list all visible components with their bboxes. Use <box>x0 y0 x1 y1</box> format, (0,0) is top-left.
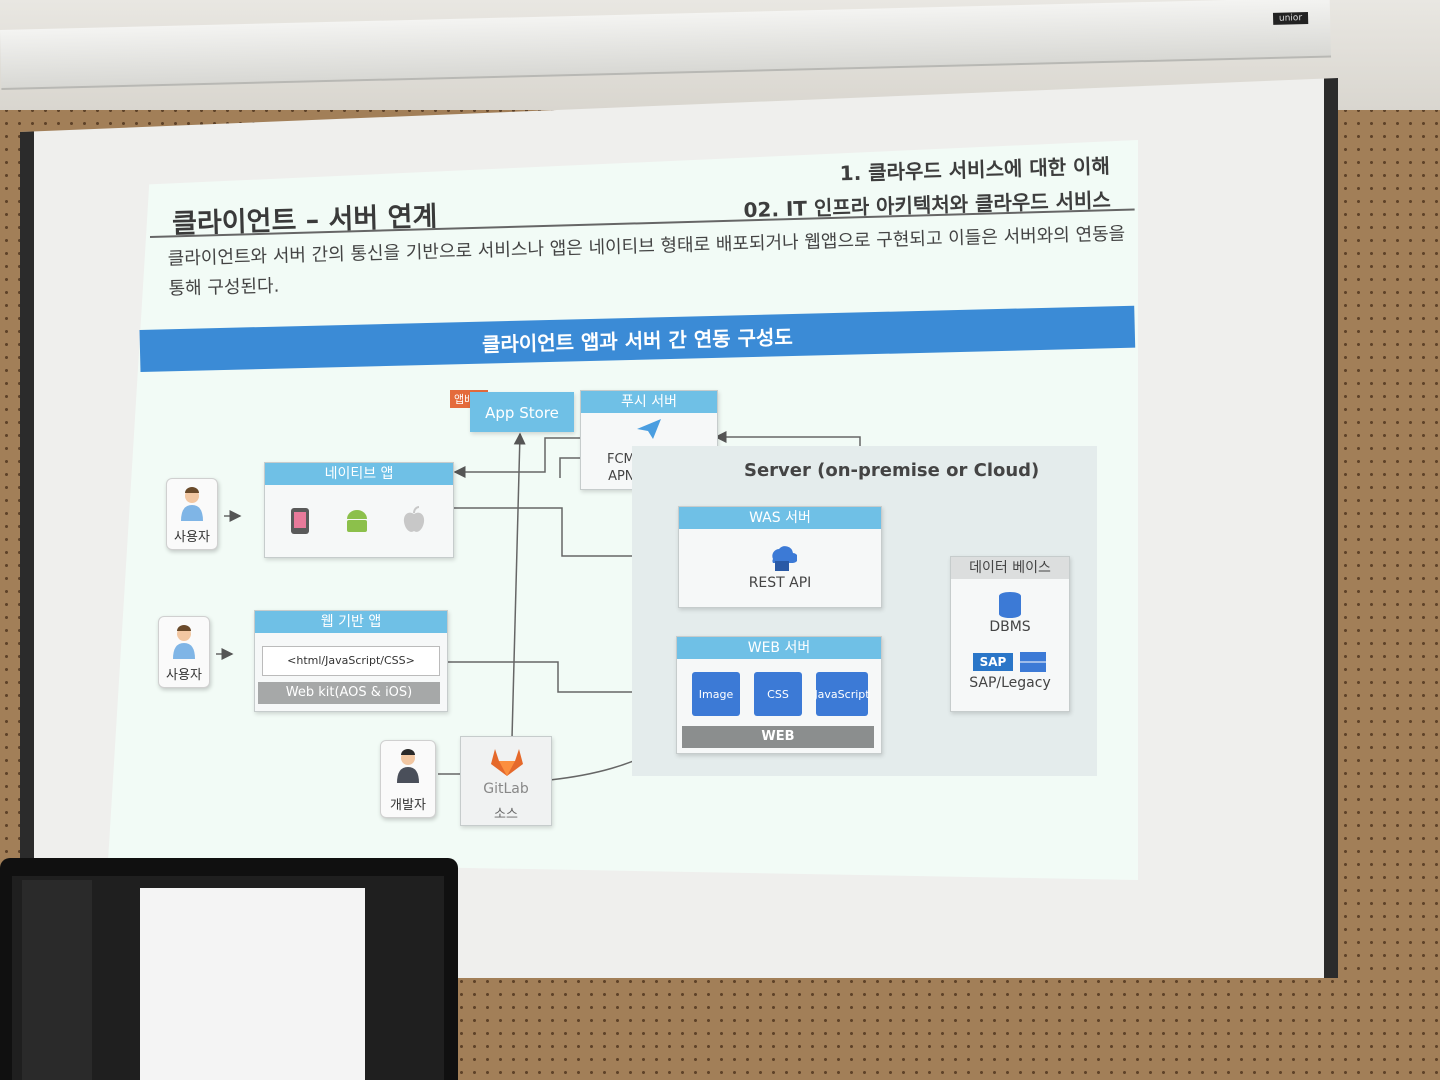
user-card-2: 사용자 <box>158 616 210 688</box>
webkit-bar: Web kit(AOS & iOS) <box>258 682 440 704</box>
cloud-server-icon <box>772 546 797 571</box>
android-icon <box>347 510 367 532</box>
dbms-label: DBMS <box>989 619 1031 635</box>
mobile-phone-icon <box>291 508 309 534</box>
laptop <box>0 858 458 1080</box>
database-icon <box>999 592 1021 618</box>
gitlab-icon <box>491 749 523 776</box>
user-person-icon <box>181 487 203 521</box>
css-file-icon: CSS <box>754 672 802 716</box>
server-area-title: Server (on-premise or Cloud) <box>744 460 1040 481</box>
javascript-file-icon: JavaScript <box>814 672 870 716</box>
user-label-1: 사용자 <box>174 530 210 545</box>
database-box: 데이터 베이스 DBMS SAP SAP/Legacy <box>950 556 1070 712</box>
was-server-box: WAS 서버 REST API <box>678 506 882 608</box>
push-server-title: 푸시 서버 <box>581 391 717 413</box>
paper-plane-icon <box>637 419 661 439</box>
database-title: 데이터 베이스 <box>951 557 1069 579</box>
rest-api-label: REST API <box>748 575 812 591</box>
image-file-icon: Image <box>692 672 740 716</box>
sap-logo: SAP <box>973 653 1013 671</box>
user-person-icon <box>173 625 195 659</box>
gitlab-box: GitLab 소스 <box>460 736 552 826</box>
source-label: 소스 <box>494 807 518 822</box>
web-server-title: WEB 서버 <box>677 637 881 659</box>
web-bar: WEB <box>682 726 874 748</box>
developer-card: 개발자 <box>380 740 436 818</box>
server-rack-icon <box>1020 652 1046 672</box>
native-app-title: 네이티브 앱 <box>265 463 453 485</box>
gitlab-label: GitLab <box>483 781 529 797</box>
laptop-file-panel <box>22 880 92 1080</box>
was-server-title: WAS 서버 <box>679 507 881 529</box>
app-store-label: App Store <box>485 404 559 422</box>
developer-label: 개발자 <box>390 798 426 813</box>
web-tech-field: <html/JavaScript/CSS> <box>262 646 440 676</box>
app-store-box: App Store <box>470 392 574 432</box>
laptop-document <box>140 888 365 1080</box>
native-app-box: 네이티브 앱 <box>264 462 454 558</box>
web-app-title: 웹 기반 앱 <box>255 611 447 633</box>
screen-brand-logo: unior <box>1272 12 1309 25</box>
apple-icon <box>403 506 425 532</box>
user-label-2: 사용자 <box>166 668 202 683</box>
developer-person-icon <box>397 749 419 783</box>
sap-legacy-label: SAP/Legacy <box>969 675 1051 691</box>
user-card-1: 사용자 <box>166 478 218 550</box>
